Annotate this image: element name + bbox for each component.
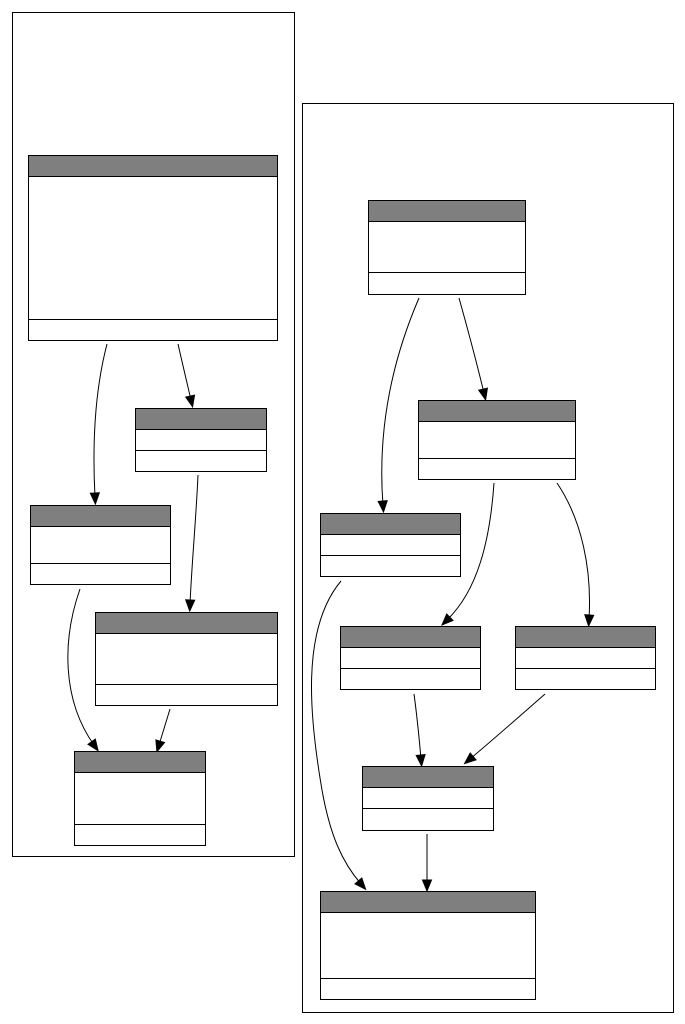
edge-arrowhead xyxy=(415,754,426,768)
edge-line xyxy=(67,588,95,746)
class-node-header xyxy=(320,891,536,913)
class-node-header xyxy=(74,751,206,773)
edge-line xyxy=(469,693,546,760)
edge-line xyxy=(458,297,485,394)
edge-r4-r6 xyxy=(413,693,426,768)
class-node-header xyxy=(95,612,278,634)
edge-arrowhead xyxy=(184,599,196,613)
class-node-r4[interactable] xyxy=(340,626,481,690)
edge-line xyxy=(177,343,192,401)
class-node-r1[interactable] xyxy=(368,200,526,295)
class-node-header xyxy=(30,505,171,527)
edge-r2-r5 xyxy=(556,482,595,628)
edge-arrowhead xyxy=(354,877,367,891)
class-node-r6[interactable] xyxy=(362,766,494,831)
edge-arrowhead xyxy=(184,394,196,409)
edge-r1-r3 xyxy=(377,297,420,514)
edge-arrowhead xyxy=(477,387,489,402)
edges-layer xyxy=(67,297,595,893)
class-node-l3[interactable] xyxy=(30,505,171,585)
class-node-header xyxy=(515,626,656,648)
class-node-l4[interactable] xyxy=(95,612,278,706)
edge-line xyxy=(556,482,590,620)
edge-r1-r2 xyxy=(458,297,489,402)
edge-line xyxy=(381,297,420,506)
class-node-body xyxy=(28,155,278,341)
class-node-l5[interactable] xyxy=(74,751,206,846)
class-node-header xyxy=(320,513,461,535)
class-node-header xyxy=(135,408,267,430)
class-node-r7[interactable] xyxy=(320,891,536,1000)
edge-l2-l4 xyxy=(184,474,199,613)
edge-line xyxy=(446,482,495,621)
class-node-header xyxy=(340,626,481,648)
edge-arrowhead xyxy=(441,613,454,626)
edge-line xyxy=(311,580,362,885)
class-node-header xyxy=(418,400,576,422)
edge-l4-l5 xyxy=(155,708,171,753)
edge-arrowhead xyxy=(155,739,166,753)
class-node-r2[interactable] xyxy=(418,400,576,480)
class-node-header xyxy=(368,200,526,222)
edge-line xyxy=(189,474,199,605)
edge-arrowhead xyxy=(89,492,101,506)
edge-line xyxy=(413,693,422,760)
nodes-layer xyxy=(28,155,656,1000)
class-node-header xyxy=(362,766,494,788)
edge-l3-l5 xyxy=(67,588,99,752)
class-node-l2[interactable] xyxy=(135,408,267,472)
edge-arrowhead xyxy=(87,738,99,752)
edge-arrowhead xyxy=(421,879,433,893)
class-node-l1[interactable] xyxy=(28,155,278,341)
class-node-header xyxy=(28,155,278,177)
class-node-r5[interactable] xyxy=(515,626,656,690)
class-node-r3[interactable] xyxy=(320,513,461,577)
edge-r2-r4 xyxy=(441,482,495,626)
edge-l1-l3 xyxy=(89,343,108,506)
edge-arrowhead xyxy=(584,614,595,628)
edge-r5-r6 xyxy=(463,693,546,765)
edge-arrowhead xyxy=(463,752,477,765)
edge-l1-l2 xyxy=(177,343,196,409)
edge-r3-r7 xyxy=(311,580,367,891)
edge-arrowhead xyxy=(377,500,388,514)
edge-r6-r7 xyxy=(421,834,433,893)
edge-line xyxy=(93,343,108,498)
